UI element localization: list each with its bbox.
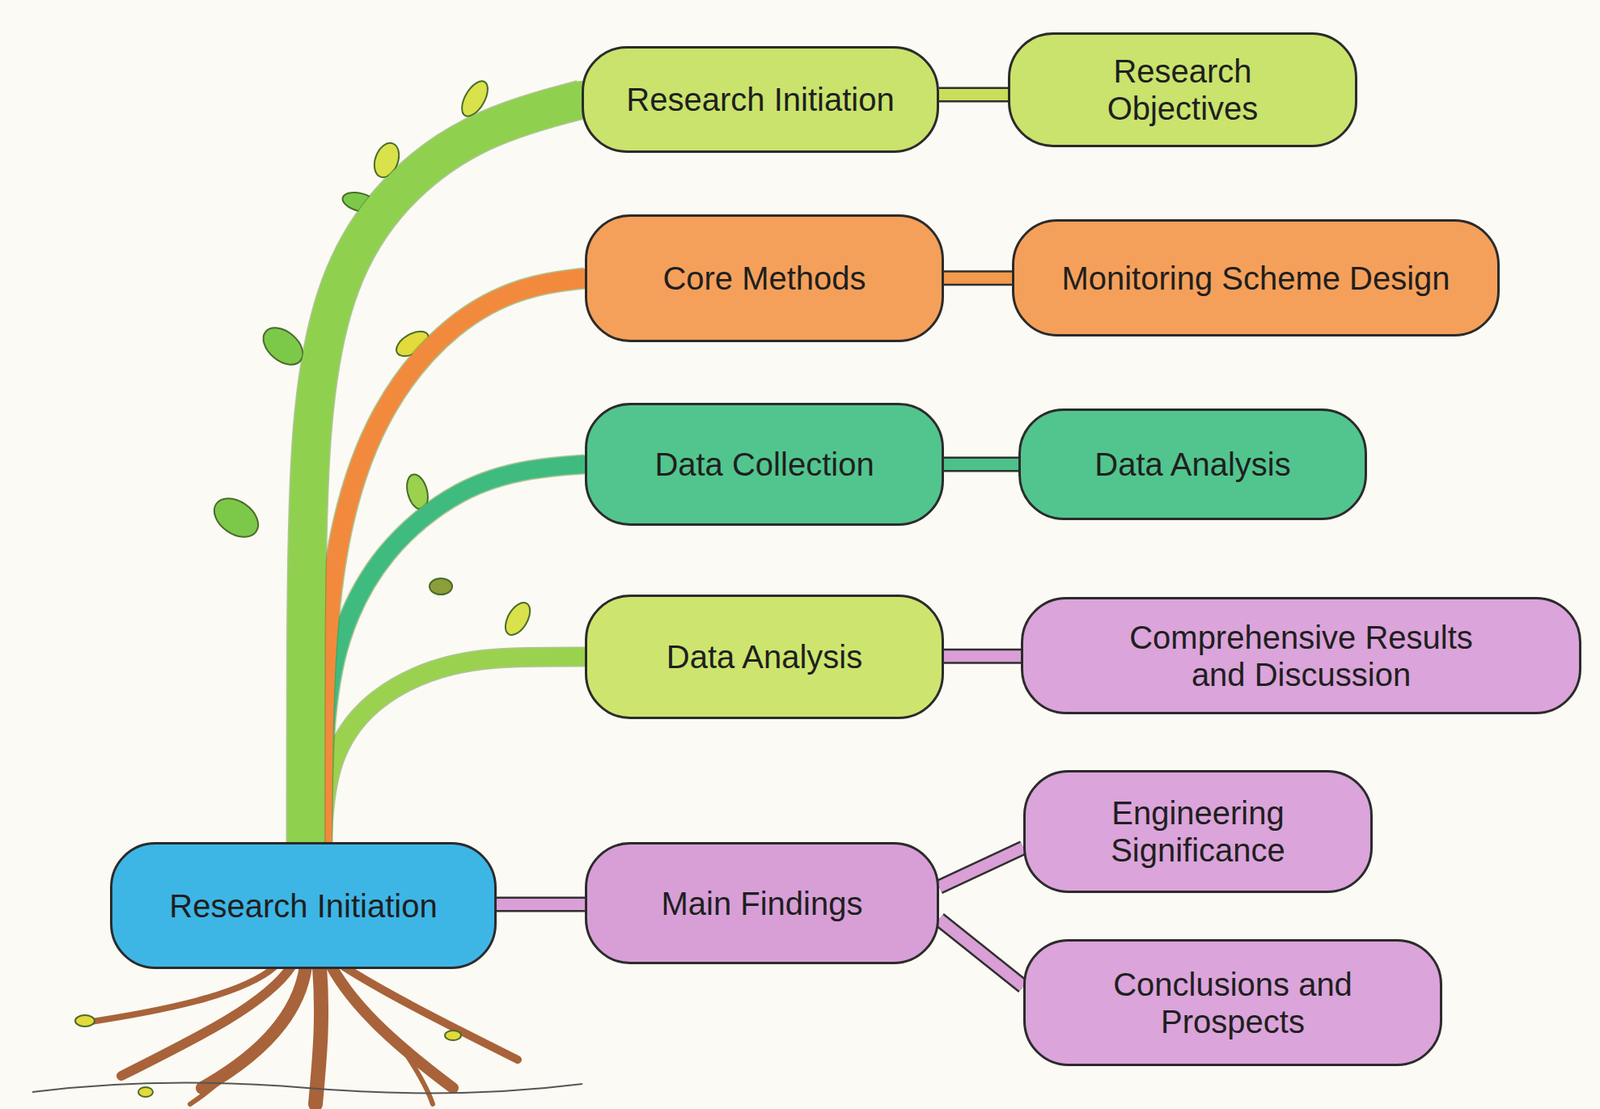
node-label: Conclusions and Prospects: [1079, 965, 1387, 1041]
connector-outline: [943, 270, 1012, 286]
node-label: Core Methods: [662, 259, 866, 297]
connector-outline: [943, 648, 1021, 665]
connector-outline: [305, 99, 582, 843]
stage-box: Data Analysis: [584, 594, 944, 720]
connector-outline: [321, 278, 585, 843]
connector-fill: [943, 458, 1019, 470]
node-label: Engineering Significance: [1064, 794, 1332, 869]
node-label: Comprehensive Results and Discussion: [1107, 618, 1496, 694]
detail-box: Data Analysis: [1018, 408, 1368, 521]
tree-branch: [321, 656, 585, 843]
connector-band: [943, 656, 1021, 657]
connector-outline: [939, 847, 1024, 888]
stage-box: Research Initiation: [581, 46, 940, 153]
detail-box: Monitoring Scheme Design: [1011, 219, 1500, 337]
connector-fill: [939, 88, 1008, 101]
outcome-box: Conclusions and Prospects: [1023, 939, 1443, 1067]
connector-outline: [939, 87, 1008, 103]
connector-fill: [943, 650, 1021, 662]
findings-box: Main Findings: [584, 842, 940, 965]
node-label: Research Initiation: [626, 80, 894, 119]
connector-fill: [321, 656, 585, 843]
connector-fill: [939, 919, 1024, 987]
connector-outline: [321, 464, 585, 843]
connector-fill: [496, 898, 585, 911]
connector-outline: [496, 897, 585, 913]
root-box: Research Initiation: [110, 842, 497, 970]
connector-outline: [943, 457, 1019, 473]
connector-fill: [321, 464, 585, 843]
tree-branch: [321, 464, 585, 843]
connector-band: [939, 94, 1008, 96]
ground-line: [32, 1083, 583, 1094]
node-label: Data Collection: [654, 445, 874, 483]
connector-outline: [321, 656, 585, 843]
node-label: Main Findings: [660, 884, 863, 923]
connector-fill: [321, 278, 585, 843]
connector-band: [939, 847, 1024, 888]
node-label: Data Analysis: [1094, 445, 1291, 483]
node-label: Data Analysis: [666, 638, 863, 676]
detail-box: Comprehensive Results and Discussion: [1020, 596, 1582, 715]
connector-band: [496, 904, 585, 906]
objective-box: Research Objectives: [1007, 32, 1358, 148]
connector-fill: [305, 99, 582, 843]
connector-band: [943, 277, 1012, 279]
node-label: Monitoring Scheme Design: [1061, 259, 1450, 297]
tree-branch: [321, 278, 585, 843]
connector-band: [939, 919, 1024, 987]
node-label: Research Initiation: [169, 887, 437, 925]
tree-branch: [305, 99, 582, 843]
stage-box: Data Collection: [584, 402, 944, 526]
stage-box: Core Methods: [584, 214, 944, 343]
connector-fill: [943, 272, 1012, 284]
outcome-box: Engineering Significance: [1023, 770, 1373, 894]
connector-outline: [939, 919, 1024, 987]
connector-fill: [939, 847, 1024, 888]
node-label: Research Objectives: [1049, 52, 1317, 127]
connector-band: [943, 464, 1019, 466]
